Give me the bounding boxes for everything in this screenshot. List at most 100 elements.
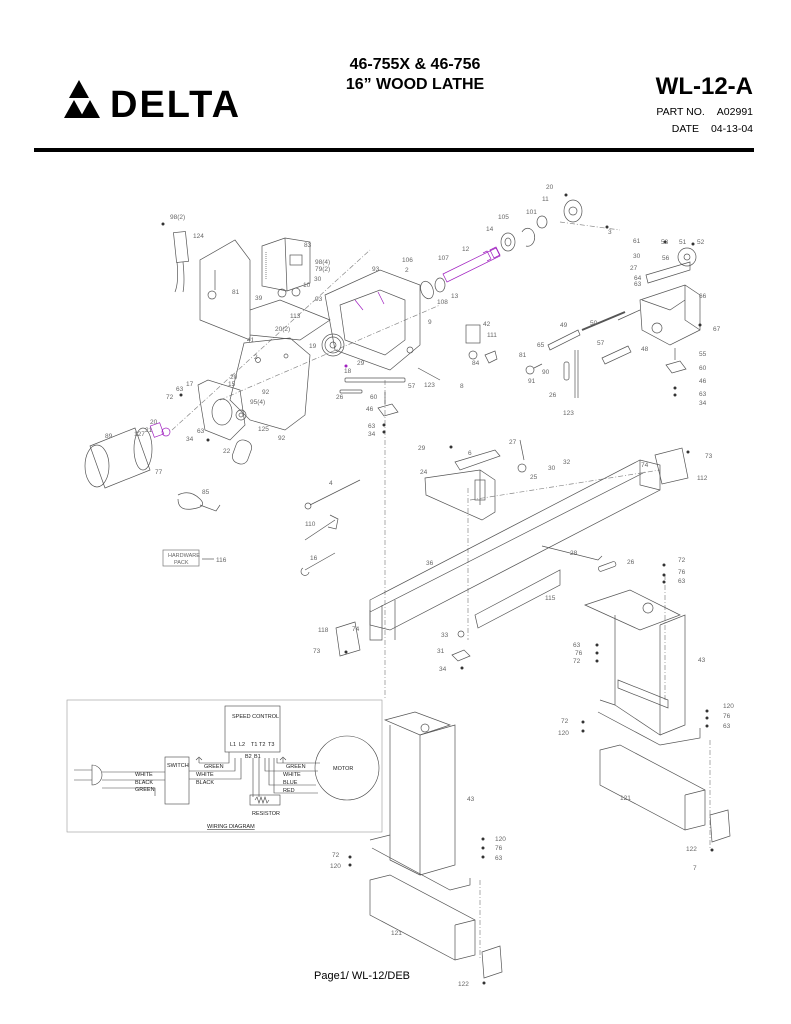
part-label: 67	[713, 326, 721, 333]
terminal-l1: L1	[230, 742, 236, 748]
part-label: 66	[699, 293, 707, 300]
part-label: 12	[462, 246, 470, 253]
part-spindle	[420, 199, 583, 300]
part-label: 27	[630, 265, 638, 272]
part-label: 29	[418, 445, 426, 452]
part-label: 11	[542, 196, 549, 203]
part-no-value: A02991	[716, 106, 753, 118]
part-label: 30	[314, 276, 322, 283]
part-label: 2	[254, 354, 258, 361]
part-cover	[229, 337, 311, 431]
part-label: 22	[223, 448, 231, 455]
part-label: 106	[402, 257, 413, 264]
part-label: 49	[560, 322, 568, 329]
part-label: 85	[202, 489, 210, 496]
plug-icon	[91, 764, 103, 786]
header-rule	[34, 148, 754, 152]
part-label: 6	[468, 450, 472, 457]
hardware-pack-line1: HARDWARE	[168, 553, 200, 559]
part-label: 95(4)	[250, 399, 265, 406]
part-leg-left	[369, 711, 471, 891]
terminal-t3: T3	[268, 742, 274, 748]
part-label: 118	[318, 627, 329, 634]
brand-wordmark: DELTA	[110, 84, 241, 120]
part-no-label: PART NO.	[656, 106, 705, 118]
part-indexing	[465, 324, 543, 375]
part-label: 55	[699, 351, 707, 358]
wiring-labels: SPEED CONTROL L1 L2 T1 T2 T3 B2 B1 SWITC…	[135, 714, 353, 830]
part-label: 34	[699, 400, 707, 407]
part-label: 63	[197, 428, 205, 435]
part-label: 107	[438, 255, 449, 262]
part-label: 18	[344, 368, 352, 375]
speed-control-box	[224, 705, 281, 753]
part-lock-lever	[541, 545, 617, 572]
switch-label: SWITCH	[167, 763, 189, 769]
part-lathe-bed	[369, 459, 661, 641]
part-label: 77	[155, 469, 163, 476]
part-label: 73	[705, 453, 713, 460]
delta-triangle-icon	[64, 80, 100, 118]
part-label: 36	[426, 560, 434, 567]
part-label: 20	[150, 419, 158, 426]
part-pulley	[321, 333, 345, 357]
resistor-symbol	[254, 796, 270, 804]
part-label: 76	[678, 569, 686, 576]
part-label: 26	[627, 559, 635, 566]
part-label: 20	[230, 374, 238, 381]
part-label: 81	[232, 289, 240, 296]
part-label: 29	[357, 360, 365, 367]
part-label: 101	[526, 209, 537, 216]
part-label: 120	[495, 836, 506, 843]
wire-black-in: BLACK	[135, 780, 153, 786]
part-leg-right	[584, 589, 701, 746]
part-label: 16	[310, 555, 318, 562]
part-label: 110	[305, 521, 316, 528]
part-label: 25	[530, 474, 538, 481]
part-label: 26	[336, 394, 344, 401]
part-label: 39	[255, 295, 263, 302]
part-motor	[84, 422, 171, 489]
part-label: 63	[495, 855, 503, 862]
part-label: 61	[633, 238, 641, 245]
part-label: 52	[697, 239, 705, 246]
part-label: 72	[561, 718, 569, 725]
part-label: 56	[662, 255, 670, 262]
fasteners	[161, 193, 714, 985]
part-label: 84	[472, 360, 480, 367]
part-label: 50	[590, 320, 598, 327]
part-label: 63	[573, 642, 581, 649]
part-switch-bracket	[173, 231, 331, 341]
alignment-lines	[171, 221, 711, 960]
part-label: 92	[278, 435, 286, 442]
part-label: 115	[545, 595, 556, 602]
hardware-pack-label: HARDWARE PACK	[168, 553, 200, 566]
part-label: 63	[699, 391, 707, 398]
part-label: 81	[519, 352, 527, 359]
document-code: WL-12-A	[655, 73, 753, 100]
part-label: 73	[313, 648, 321, 655]
part-label: 121	[620, 795, 631, 802]
date-label: DATE	[671, 123, 699, 135]
product-name: 16” WOOD LATHE	[345, 76, 485, 93]
part-label: 34	[368, 431, 376, 438]
part-label: 63	[176, 386, 184, 393]
terminal-t1: T1	[251, 742, 257, 748]
date-value: 04-13-04	[710, 123, 753, 135]
part-label: 98(4)	[315, 259, 330, 266]
model-numbers: 46-755X & 46-756	[349, 56, 481, 73]
part-rods	[339, 367, 441, 394]
part-label: 33	[441, 632, 449, 639]
part-label: 60	[699, 365, 707, 372]
part-label: 63	[634, 281, 642, 288]
part-label: 43	[698, 657, 706, 664]
part-label: 51	[679, 239, 687, 246]
part-label: 74	[352, 626, 360, 633]
part-label: 34	[186, 436, 194, 443]
part-label: 57	[408, 383, 416, 390]
hardware-pack-line2: PACK	[174, 560, 189, 566]
part-label: 122	[686, 846, 697, 853]
document-meta: PART NO. A02991 DATE 04-13-04	[656, 104, 753, 138]
part-label: 125	[258, 426, 269, 433]
part-label: 20	[546, 184, 554, 191]
